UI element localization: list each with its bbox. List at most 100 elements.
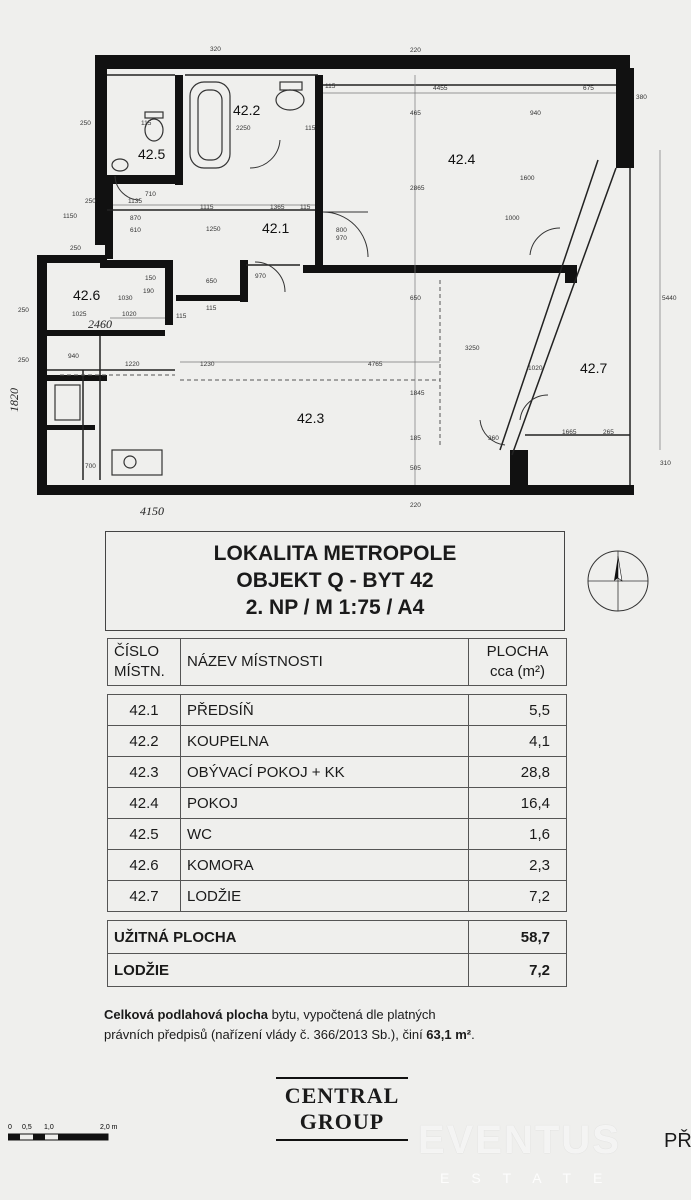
dim-text: 1150	[63, 213, 77, 220]
dim-text: 250	[80, 120, 91, 127]
scale-label: 0	[8, 1124, 12, 1131]
floor-area-note: Celková podlahová plocha bytu, vypočtená…	[104, 1005, 574, 1045]
room-name: KOUPELNA	[180, 725, 469, 757]
rooms-table: ČÍSLO MÍSTN. NÁZEV MÍSTNOSTI PLOCHA cca …	[107, 638, 567, 987]
dim-text: 3250	[465, 345, 480, 352]
room-label: 42.6	[73, 287, 100, 303]
dim-text: 1845	[410, 390, 425, 397]
room-label: 42.4	[448, 151, 475, 167]
dim-text: 1115	[200, 204, 214, 211]
dim-text: 250	[18, 357, 29, 364]
room-label: 42.2	[233, 102, 260, 118]
room-area: 4,1	[468, 725, 567, 757]
fixtures	[54, 81, 305, 476]
dim-text: 150	[145, 275, 156, 282]
dim-text: 1220	[125, 361, 140, 368]
header-name: NÁZEV MÍSTNOSTI	[180, 638, 469, 686]
dim-text: 675	[583, 85, 594, 92]
room-label: 42.5	[138, 146, 165, 162]
floor-plan: 42.2 42.5 42.4 42.1 42.6 42.3 42.7 320 2…	[7, 46, 677, 518]
room-number: 42.5	[107, 818, 181, 850]
door-swings	[114, 139, 561, 446]
dim-text: 1030	[118, 295, 133, 302]
room-area: 5,5	[468, 694, 567, 726]
dim-text: 220	[410, 47, 421, 54]
room-number: 42.6	[107, 849, 181, 881]
dimension-lines	[110, 75, 661, 485]
dim-text: 505	[410, 465, 421, 472]
note-text: bytu, vypočtená dle platných	[268, 1007, 436, 1022]
dim-text: 610	[130, 227, 141, 234]
title-line-3: 2. NP / M 1:75 / A4	[245, 596, 425, 619]
scale-label: 0,5	[22, 1124, 32, 1131]
dim-text: 265	[603, 429, 614, 436]
room-name: PŘEDSÍŇ	[180, 694, 469, 726]
header-text: MÍSTN.	[114, 663, 165, 680]
dim-text: 250	[70, 245, 81, 252]
dim-text: 800	[336, 227, 347, 234]
dim-text: 940	[530, 110, 541, 117]
title-block: LOKALITA METROPOLE OBJEKT Q - BYT 42 2. …	[105, 531, 565, 631]
dim-text: 1365	[270, 204, 285, 211]
room-label: 42.7	[580, 360, 607, 376]
room-number: 42.7	[107, 880, 181, 912]
dim-text: 115	[300, 204, 311, 211]
thin-lines	[47, 74, 631, 485]
dim-text: 2250	[236, 125, 251, 132]
dim-text: 650	[410, 295, 421, 302]
room-name: OBÝVACÍ POKOJ + KK	[180, 756, 469, 788]
north-arrow-icon	[587, 550, 649, 612]
room-number: 42.1	[107, 694, 181, 726]
central-group-logo: CENTRAL GROUP	[276, 1077, 408, 1141]
dim-text: 2865	[410, 185, 425, 192]
room-name: KOMORA	[180, 849, 469, 881]
total-value: 7,2	[468, 953, 567, 987]
header-text: ČÍSLO	[114, 643, 160, 660]
dim-text: 4455	[433, 85, 448, 92]
dim-text: 1020	[528, 365, 543, 372]
dim-text: 1230	[200, 361, 215, 368]
header-text: cca (m²)	[490, 663, 545, 680]
handwritten-text: 1820	[7, 388, 21, 412]
room-number: 42.3	[107, 756, 181, 788]
note-bold: 63,1 m²	[426, 1027, 472, 1042]
dim-text: 320	[210, 46, 221, 53]
room-name: WC	[180, 818, 469, 850]
room-number: 42.2	[107, 725, 181, 757]
dim-text: 115	[176, 313, 187, 320]
title-line-1: LOKALITA METROPOLE	[213, 542, 457, 565]
handwritten-text: 2460	[88, 317, 112, 331]
title-line-2: OBJEKT Q - BYT 42	[236, 569, 434, 592]
total-value: 58,7	[468, 920, 567, 954]
total-label: UŽITNÁ PLOCHA	[107, 920, 469, 954]
header-text: PLOCHA	[486, 643, 549, 660]
room-label: 42.1	[262, 220, 289, 236]
room-labels: 42.2 42.5 42.4 42.1 42.6 42.3 42.7	[73, 102, 607, 426]
walls	[37, 55, 634, 495]
note-text: .	[471, 1027, 475, 1042]
logo-text: GROUP	[299, 1109, 385, 1134]
dim-text: 650	[206, 278, 217, 285]
dim-text: 190	[143, 288, 154, 295]
handwritten-notes: 2460 4150 1820	[7, 317, 164, 518]
loggia-outline	[60, 280, 441, 445]
room-area: 16,4	[468, 787, 567, 819]
room-area: 1,6	[468, 818, 567, 850]
dim-text: 4765	[368, 361, 383, 368]
dim-text: 5440	[662, 295, 677, 302]
dim-text: 310	[660, 460, 671, 467]
dim-text: 1025	[72, 311, 87, 318]
dim-text: 710	[145, 191, 156, 198]
header-number: ČÍSLO MÍSTN.	[107, 638, 181, 686]
room-area: 2,3	[468, 849, 567, 881]
dim-text: 1000	[505, 215, 520, 222]
dim-text: 700	[85, 463, 96, 470]
scale-label: 2,0 m	[100, 1124, 118, 1131]
total-label: LODŽIE	[107, 953, 469, 987]
dim-text: 970	[255, 273, 266, 280]
